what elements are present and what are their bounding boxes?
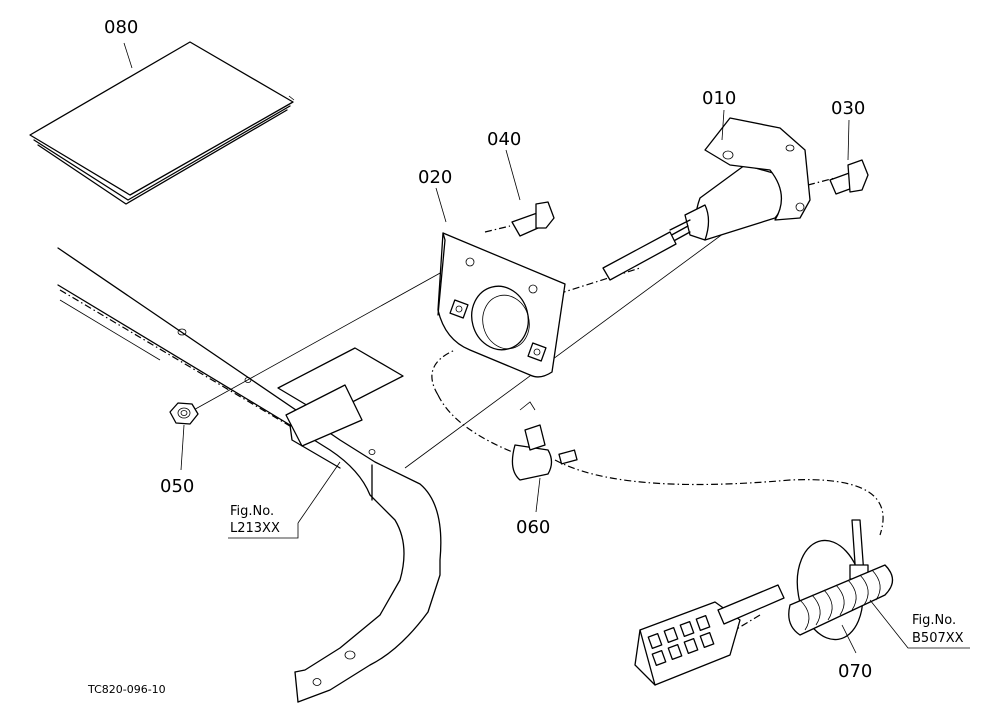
label-010: 010 xyxy=(702,88,736,109)
fig-ref-right-line1: Fig.No. xyxy=(912,613,956,628)
corrugated-tube xyxy=(788,564,894,636)
leader-lines xyxy=(123,42,970,654)
bracket-plate-020 xyxy=(437,232,566,378)
fig-ref-left-line2: L213XX xyxy=(230,521,280,536)
label-050: 050 xyxy=(160,476,194,497)
label-040: 040 xyxy=(487,129,521,150)
label-070: 070 xyxy=(838,661,872,682)
fig-ref-right-line2: B507XX xyxy=(912,631,964,646)
trailer-socket-010 xyxy=(602,117,811,281)
label-060: 060 xyxy=(516,517,550,538)
screw-030 xyxy=(829,159,869,195)
cable-clamp-060 xyxy=(511,401,578,481)
wire-harness xyxy=(431,349,884,631)
bolt-040 xyxy=(511,201,555,237)
label-030: 030 xyxy=(831,98,865,119)
drawing-code: TC820-096-10 xyxy=(87,683,166,696)
flange-nut-050 xyxy=(169,402,199,425)
manual-booklet-080 xyxy=(29,41,295,205)
label-080: 080 xyxy=(104,17,138,38)
fig-ref-left-line1: Fig.No. xyxy=(230,504,274,519)
label-020: 020 xyxy=(418,167,452,188)
eight-pin-connector xyxy=(634,584,785,686)
fender-frame xyxy=(57,247,442,703)
